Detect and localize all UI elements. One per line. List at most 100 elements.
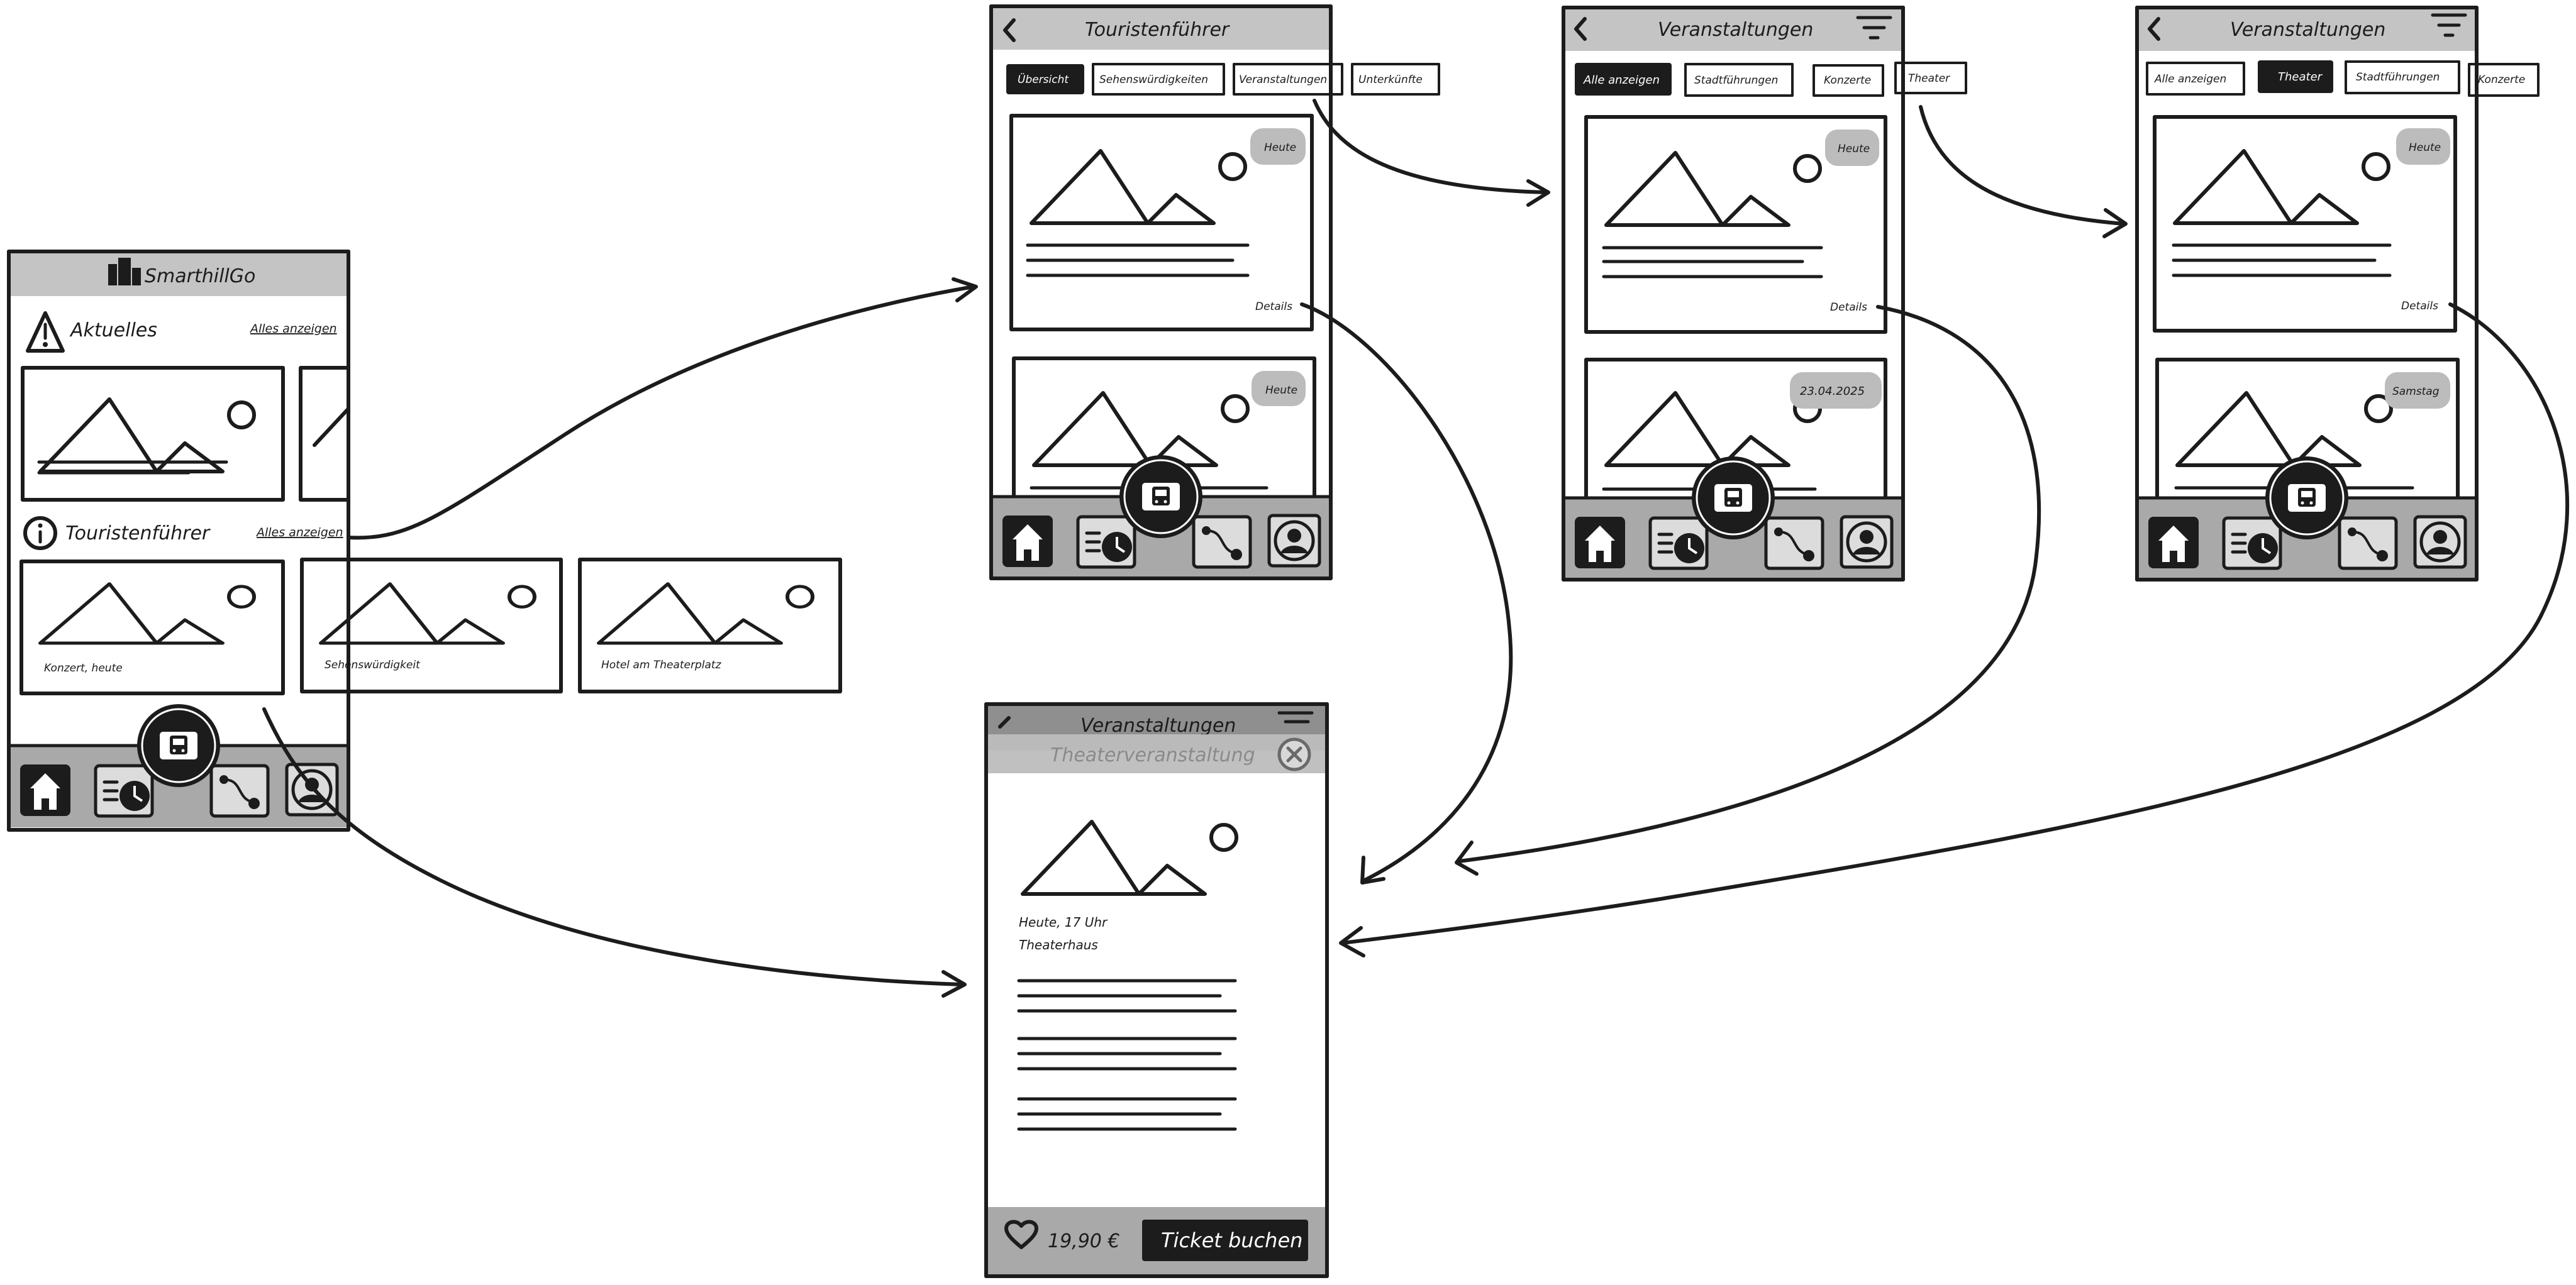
event-location: Theaterhaus xyxy=(1019,937,1098,952)
filter-tabs: Übersicht Sehenswürdigkeiten Veranstaltu… xyxy=(1006,63,1440,96)
svg-text:Alle anzeigen: Alle anzeigen xyxy=(2154,73,2226,85)
guide-screen: Touristenführer Übersicht Sehenswürdigke… xyxy=(989,4,1440,580)
tab-concerts[interactable] xyxy=(1813,64,1884,97)
date-badge xyxy=(1252,371,1306,406)
close-icon[interactable] xyxy=(1277,737,1311,771)
event-subtitle: Theaterveranstaltung xyxy=(1050,744,1255,766)
news-card-partial[interactable] xyxy=(299,366,350,502)
event-time: Heute, 17 Uhr xyxy=(1019,915,1108,930)
svg-text:Theater: Theater xyxy=(1908,72,1950,85)
arrow-head xyxy=(1360,856,1385,885)
back-arrow-icon[interactable] xyxy=(2148,17,2160,41)
description-text xyxy=(1017,979,1237,1131)
arrow-head xyxy=(1526,179,1550,207)
svg-text:Heute: Heute xyxy=(2409,141,2441,154)
tab-events[interactable] xyxy=(1233,63,1343,96)
flow-arrow xyxy=(1919,105,2125,226)
tab-concerts[interactable] xyxy=(2468,63,2540,97)
guide-show-all-link[interactable]: Alles anzeigen xyxy=(255,526,343,539)
news-show-all-link[interactable]: Alles anzeigen xyxy=(249,322,337,336)
arrow-head xyxy=(2102,208,2128,238)
ticket-price: 19,90 € xyxy=(1048,1230,1120,1252)
arrow-head xyxy=(952,277,978,302)
guide-card[interactable]: Hotel am Theaterplatz xyxy=(578,558,842,693)
events-theater-screen: Veranstaltungen Alle anzeigen Theater St… xyxy=(2135,6,2540,582)
svg-text:Veranstaltungen: Veranstaltungen xyxy=(1239,74,1327,86)
ticket-book-button[interactable] xyxy=(1142,1220,1308,1261)
info-icon xyxy=(23,516,57,550)
filter-icon[interactable] xyxy=(2431,13,2467,37)
back-arrow-icon[interactable] xyxy=(1003,18,1016,42)
flow-arrow xyxy=(347,285,975,540)
screen-title: Veranstaltungen xyxy=(1658,19,1813,41)
arrow-head xyxy=(1339,926,1365,957)
bottom-nav[interactable] xyxy=(991,455,1331,578)
tab-all[interactable] xyxy=(1575,63,1672,96)
tab-sights[interactable] xyxy=(1092,63,1225,96)
back-arrow-icon[interactable] xyxy=(998,716,1011,729)
svg-text:Theater: Theater xyxy=(2278,70,2323,84)
app-title: SmarthillGo xyxy=(145,265,255,287)
ticket-book-label: Ticket buchen xyxy=(1161,1228,1302,1252)
guide-card[interactable]: Sehenswürdigkeit xyxy=(300,558,563,693)
date-badge xyxy=(2396,128,2450,165)
svg-text:Heute: Heute xyxy=(1265,384,1297,397)
bottom-nav[interactable] xyxy=(1563,456,1903,580)
svg-text:Stadtführungen: Stadtführungen xyxy=(2356,71,2440,84)
date-badge xyxy=(1250,128,1306,165)
subtitle-bar xyxy=(986,734,1327,773)
guide-card-label: Hotel am Theaterplatz xyxy=(601,659,722,671)
svg-text:Alle anzeigen: Alle anzeigen xyxy=(1583,74,1660,87)
menu-icon[interactable] xyxy=(1277,711,1314,724)
svg-text:23.04.2025: 23.04.2025 xyxy=(1800,385,1865,398)
event-card[interactable]: Heute Details xyxy=(1584,115,1887,334)
news-section-title: Aktuelles xyxy=(69,319,157,341)
events-all-screen: Veranstaltungen Alle anzeigen Stadtführu… xyxy=(1562,6,1967,582)
heart-icon[interactable] xyxy=(1004,1220,1038,1249)
guide-card-label: Konzert, heute xyxy=(44,662,123,675)
flow-arrow xyxy=(1457,305,2041,863)
tab-city-tours[interactable] xyxy=(2345,60,2460,94)
news-card[interactable] xyxy=(21,366,285,502)
flow-arrow xyxy=(262,707,964,986)
back-arrow-icon[interactable] xyxy=(1574,17,1587,41)
tab-overview[interactable] xyxy=(1006,64,1084,94)
arrow-head xyxy=(941,970,967,998)
date-badge xyxy=(1790,372,1882,409)
svg-text:Konzerte: Konzerte xyxy=(1824,74,1871,87)
tab-accommodation[interactable] xyxy=(1351,63,1440,96)
tab-all[interactable] xyxy=(2146,62,2245,96)
details-link[interactable]: Details xyxy=(1830,301,1867,314)
arrow-head xyxy=(1455,841,1479,876)
filter-tabs: Alle anzeigen Theater Stadtführungen Kon… xyxy=(2146,60,2540,97)
bottom-nav[interactable] xyxy=(2137,456,2477,580)
svg-text:Stadtführungen: Stadtführungen xyxy=(1694,74,1778,87)
screen-title: Touristenführer xyxy=(1085,19,1230,41)
home-screen: SmarthillGo Aktuelles Alles anzeigen Tou… xyxy=(7,250,842,832)
flow-arrow xyxy=(1313,99,1549,194)
flow-arrow xyxy=(1300,302,1513,882)
filter-icon[interactable] xyxy=(1856,16,1892,40)
screen-title: Veranstaltungen xyxy=(2230,19,2385,41)
tab-theater[interactable] xyxy=(2258,60,2333,93)
svg-text:Heute: Heute xyxy=(1264,141,1296,154)
event-card[interactable]: Heute Details xyxy=(1009,114,1314,331)
svg-text:Konzerte: Konzerte xyxy=(2478,74,2525,86)
svg-text:Sehenswürdigkeiten: Sehenswürdigkeiten xyxy=(1099,74,1208,86)
flow-arrows xyxy=(262,99,2570,998)
guide-card-label: Sehenswürdigkeit xyxy=(325,659,421,671)
guide-card[interactable]: Konzert, heute xyxy=(19,560,285,695)
details-link[interactable]: Details xyxy=(1255,301,1292,313)
event-image xyxy=(1023,822,1236,894)
date-badge xyxy=(1825,130,1879,166)
svg-text:Samstag: Samstag xyxy=(2392,385,2440,398)
date-badge xyxy=(2385,372,2450,409)
svg-text:Heute: Heute xyxy=(1838,143,1870,155)
details-link[interactable]: Details xyxy=(2401,300,2438,312)
tab-city-tours[interactable] xyxy=(1684,63,1794,97)
filter-tabs: Alle anzeigen Stadtführungen Konzerte Th… xyxy=(1575,62,1967,97)
detail-header-title: Veranstaltungen xyxy=(1080,715,1236,737)
event-card[interactable]: Heute Details xyxy=(2153,115,2457,333)
tab-theater[interactable] xyxy=(1894,62,1967,94)
